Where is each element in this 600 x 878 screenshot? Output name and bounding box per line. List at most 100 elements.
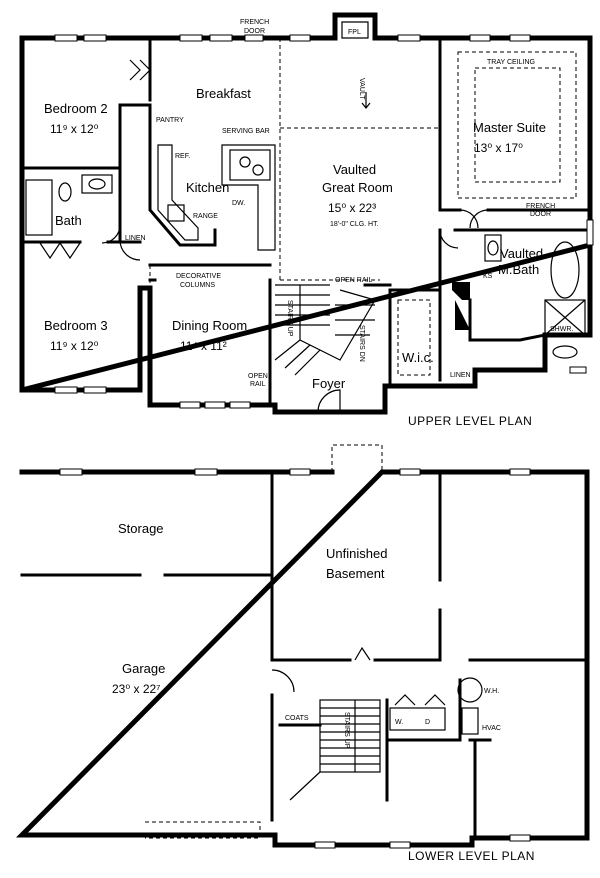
range-top (229, 149, 271, 181)
mb-name-1: Vaulted (500, 246, 543, 261)
linen-label: LINEN (125, 235, 146, 242)
decorative-label-2: COLUMNS (180, 282, 215, 289)
serving-bar (221, 144, 276, 251)
basement-name-2: Basement (326, 566, 385, 581)
fireplace-wall (332, 12, 378, 41)
chase2 (455, 300, 470, 330)
mb-toilet (552, 345, 578, 359)
bedroom3-door (119, 239, 141, 261)
great-room-note: 18'-0" CLG. HT. (330, 221, 379, 228)
great-room-dim: 15⁰ x 22³ (328, 201, 376, 215)
basement-door (354, 646, 371, 661)
master-suite-dim: 13⁰ x 17⁰ (474, 141, 523, 155)
lower-stairs-label: STAIRS UP (343, 712, 350, 749)
garage-name: Garage (122, 661, 165, 676)
vanity (81, 174, 113, 194)
lower-stairs (289, 699, 381, 801)
chase (452, 282, 470, 300)
mb-name-2: M.Bath (498, 262, 539, 277)
burner (239, 156, 251, 168)
open-rail-label: OPEN RAIL (335, 277, 372, 284)
french-door2-label: FRENCH (526, 203, 555, 210)
serving-bar-label: SERVING BAR (222, 128, 270, 135)
lower-interior-walls (278, 678, 462, 802)
tub (25, 179, 53, 236)
master-bath-walls (468, 298, 547, 342)
garage-dim: 23⁰ x 22⁷ (112, 682, 161, 696)
ks-label: KS (483, 273, 493, 280)
burner (252, 164, 264, 176)
master-suite-name: Master Suite (473, 120, 546, 135)
mb-door (439, 229, 459, 249)
fpl-label: FPL (348, 29, 361, 36)
ref-label: REF. (175, 153, 190, 160)
bedroom2-name: Bedroom 2 (44, 101, 108, 116)
tray-ceiling-label: TRAY CEILING (487, 59, 535, 66)
stairs-up-label: STAIRS UP (286, 300, 293, 337)
garage-door (145, 821, 261, 839)
bedroom3-name: Bedroom 3 (44, 318, 108, 333)
open-rail2-label-2: RAIL (250, 381, 266, 388)
lower-level-plan: Storage Unfinished Basement Garage 23⁰ x… (15, 444, 590, 863)
upper-windows (54, 34, 594, 409)
basement-name-1: Unfinished (326, 546, 387, 561)
garage-door-swing (271, 669, 295, 693)
wic-name: W.i.c. (402, 350, 434, 365)
pantry-label: PANTRY (156, 117, 184, 124)
dining-top-wall (148, 263, 272, 282)
range-label: RANGE (193, 213, 218, 220)
shwr-label: SHWR. (550, 326, 573, 333)
vault-arrow (361, 92, 371, 109)
upper-level-title: UPPER LEVEL PLAN (408, 414, 532, 428)
vault-label: VAULT (358, 78, 365, 100)
great-room-name-2: Great Room (322, 180, 393, 195)
upper-level-plan: FRENCH DOOR FPL VAULT TRAY CEILING Bedro… (19, 12, 594, 428)
hvac-label: HVAC (482, 725, 501, 732)
master-french-door (459, 209, 489, 229)
tray-ceiling-inner (474, 67, 561, 183)
shower (544, 299, 586, 336)
hvac-unit (461, 707, 479, 735)
laundry-door (394, 694, 446, 706)
bedroom3-closet-door (39, 242, 81, 260)
wic-walls (388, 288, 442, 387)
dryer-label: D (425, 719, 430, 726)
water-heater (457, 677, 483, 703)
wic-shelf (397, 299, 431, 376)
toilet (58, 182, 72, 202)
mb-vanity (484, 234, 502, 262)
french-door2-label-2: DOOR (530, 211, 551, 218)
coats-label: COATS (285, 715, 309, 722)
linen2-label: LINEN (450, 372, 471, 379)
upper-outer-walls (19, 35, 593, 415)
basin (88, 178, 106, 190)
lower-windows (59, 468, 531, 849)
foyer-name: Foyer (312, 376, 346, 391)
tray-ceiling-outer (457, 51, 577, 199)
mech-wall (468, 738, 492, 840)
french-door-label: FRENCH (240, 19, 269, 26)
bedroom2-dim: 11⁹ x 12⁰ (50, 122, 99, 136)
foyer-walls (268, 278, 392, 407)
kitchen-counter (157, 144, 199, 241)
upper-stairs (274, 284, 376, 376)
dining-name: Dining Room (172, 318, 247, 333)
shower-x (544, 299, 586, 336)
fireplace (341, 21, 369, 39)
bedroom2-closet-door (129, 59, 151, 81)
master-tub (550, 241, 580, 299)
sink (167, 204, 185, 222)
kitchen-walls (148, 36, 217, 247)
bath-name: Bath (55, 213, 82, 228)
stairs-dn-label: STAIRS DN (358, 325, 365, 362)
washer-label: W. (395, 719, 403, 726)
wh-label: W.H. (484, 688, 499, 695)
breakfast-name: Breakfast (196, 86, 251, 101)
master-walls (438, 36, 592, 212)
front-door (317, 389, 341, 413)
bath-door (101, 224, 121, 244)
storage-name: Storage (118, 521, 164, 536)
kitchen-name: Kitchen (186, 180, 229, 195)
lower-level-title: LOWER LEVEL PLAN (408, 849, 535, 863)
dining-dim: 11⁴ x 11² (180, 339, 227, 353)
